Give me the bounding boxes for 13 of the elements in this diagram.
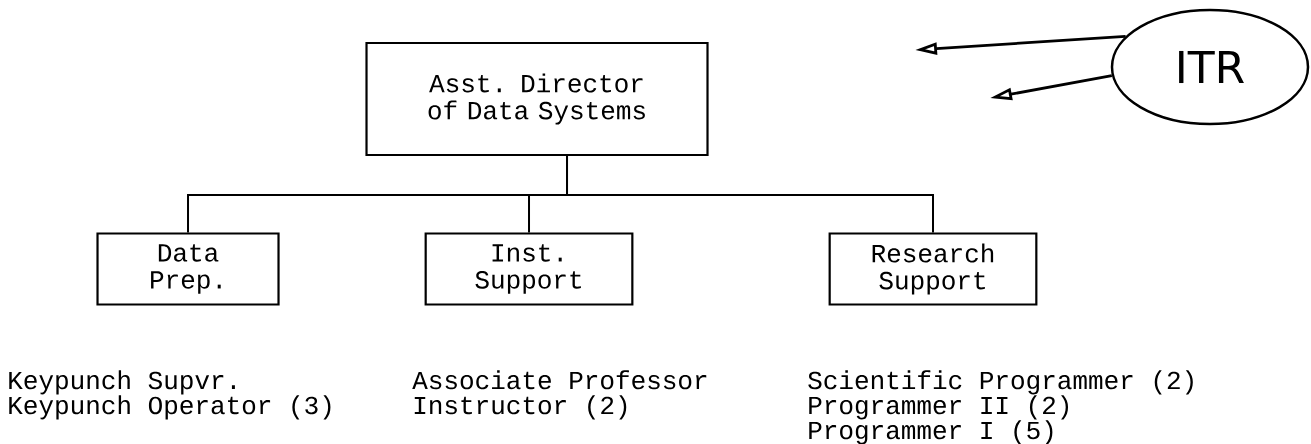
staff-line: Scientific Programmer (2) [808, 370, 1193, 395]
org-box: Asst. Director of Data Systems [365, 41, 709, 157]
staff-line: Associate Professor [412, 370, 707, 390]
circled-note: ITR [1110, 8, 1310, 126]
org-box: Inst. Support [424, 232, 634, 306]
staff-line: Programmer II (2) [809, 395, 1069, 420]
org-box: Research Support [828, 232, 1038, 306]
staff-line: Keypunch Operator (3) [9, 395, 331, 420]
staff-line: Keypunch Supvr. [9, 370, 235, 395]
connector-line [566, 155, 934, 234]
staff-line: Instructor (2) [414, 395, 627, 420]
staff-line: Programmer I (5) [809, 420, 1053, 444]
org-box: Data Prep. [96, 232, 280, 306]
